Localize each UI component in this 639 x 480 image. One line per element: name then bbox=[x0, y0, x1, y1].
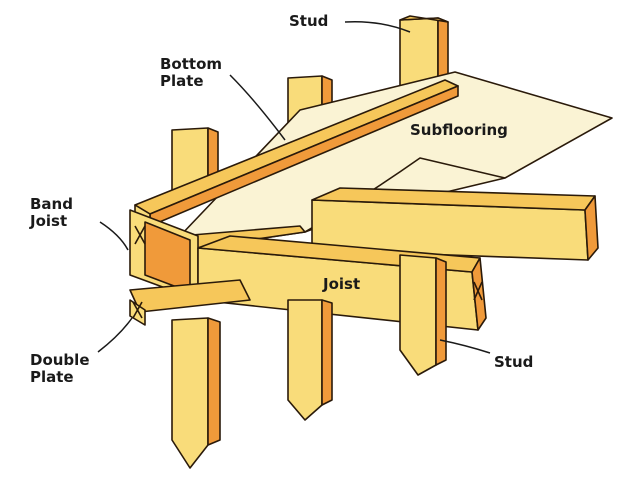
double-plate-board bbox=[129, 279, 251, 326]
stud-back-top bbox=[399, 15, 449, 93]
leader-double-plate bbox=[97, 317, 133, 353]
label-bottom-plate: Bottom Plate bbox=[160, 56, 222, 90]
stud-middle-bottom bbox=[287, 299, 333, 421]
label-double-plate: Double Plate bbox=[30, 352, 90, 386]
leader-bottom-plate bbox=[229, 74, 286, 141]
stud-front-bottom bbox=[171, 317, 221, 469]
label-subflooring: Subflooring bbox=[410, 121, 508, 139]
label-band-joist-line1: Band bbox=[30, 195, 73, 213]
label-band-joist: Band Joist bbox=[30, 196, 73, 230]
label-double-plate-line2: Plate bbox=[30, 368, 74, 386]
leader-lines bbox=[97, 20, 491, 354]
joist-back bbox=[311, 187, 599, 261]
label-stud-top: Stud bbox=[289, 12, 329, 30]
label-double-plate-line1: Double bbox=[30, 351, 90, 369]
label-band-joist-line2: Joist bbox=[30, 212, 68, 230]
leader-stud-top bbox=[344, 20, 411, 33]
label-joist: Joist bbox=[323, 275, 361, 293]
label-bottom-plate-line1: Bottom bbox=[160, 55, 223, 73]
label-stud-bottom: Stud bbox=[494, 353, 534, 371]
leader-band-joist bbox=[99, 221, 129, 251]
stud-back-bottom bbox=[399, 254, 447, 376]
leader-stud-bottom bbox=[439, 339, 491, 354]
label-bottom-plate-line2: Plate bbox=[160, 72, 204, 90]
